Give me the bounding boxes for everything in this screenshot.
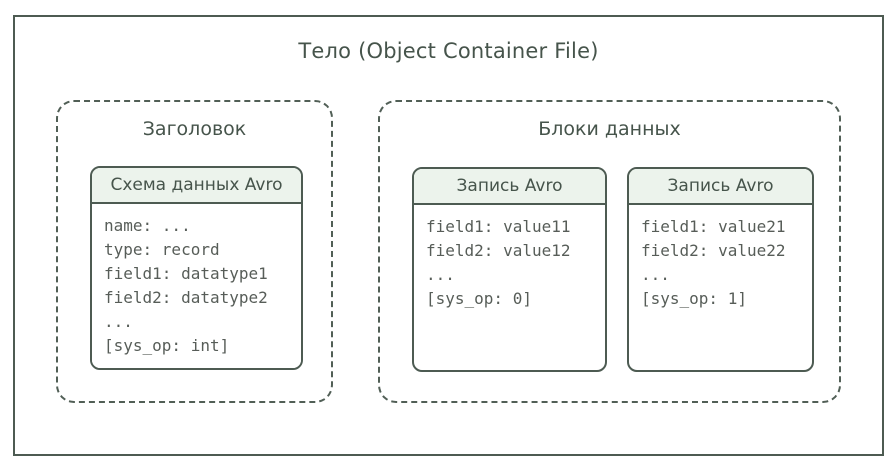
schema-line-sysop: [sys_op: int] bbox=[104, 336, 230, 355]
record1-line-field1: field1: value11 bbox=[426, 217, 571, 236]
diagram-title: Тело (Object Container File) bbox=[298, 39, 599, 63]
card-avro-record-2: Запись Avro field1: value21 field2: valu… bbox=[627, 167, 814, 372]
object-container-file-box: Тело (Object Container File) Заголовок С… bbox=[13, 15, 884, 456]
schema-line-field2: field2: datatype2 bbox=[104, 288, 268, 307]
section-data-blocks-title: Блоки данных bbox=[538, 118, 681, 140]
record2-line-field2: field2: value22 bbox=[641, 241, 786, 260]
record1-line-field2: field2: value12 bbox=[426, 241, 571, 260]
card-avro-record-1-title: Запись Avro bbox=[414, 169, 605, 205]
card-avro-record-1-body: field1: value11 field2: value12 ... [sys… bbox=[414, 205, 605, 321]
card-avro-record-1: Запись Avro field1: value11 field2: valu… bbox=[412, 167, 607, 372]
schema-line-field1: field1: datatype1 bbox=[104, 264, 268, 283]
section-data-blocks: Блоки данных Запись Avro field1: value11… bbox=[378, 100, 841, 403]
schema-line-name: name: ... bbox=[104, 216, 191, 235]
record2-line-sysop: [sys_op: 1] bbox=[641, 289, 747, 308]
record1-line-ellipsis: ... bbox=[426, 265, 455, 284]
record2-line-field1: field1: value21 bbox=[641, 217, 786, 236]
section-header-title: Заголовок bbox=[142, 118, 247, 140]
section-header: Заголовок Схема данных Avro name: ... ty… bbox=[56, 100, 333, 403]
card-avro-record-2-title: Запись Avro bbox=[629, 169, 812, 205]
card-avro-record-2-body: field1: value21 field2: value22 ... [sys… bbox=[629, 205, 812, 321]
schema-line-ellipsis: ... bbox=[104, 312, 133, 331]
record1-line-sysop: [sys_op: 0] bbox=[426, 289, 532, 308]
record2-line-ellipsis: ... bbox=[641, 265, 670, 284]
schema-line-type: type: record bbox=[104, 240, 220, 259]
card-avro-schema: Схема данных Avro name: ... type: record… bbox=[90, 166, 303, 370]
card-avro-schema-body: name: ... type: record field1: datatype1… bbox=[92, 204, 301, 368]
card-avro-schema-title: Схема данных Avro bbox=[92, 168, 301, 204]
